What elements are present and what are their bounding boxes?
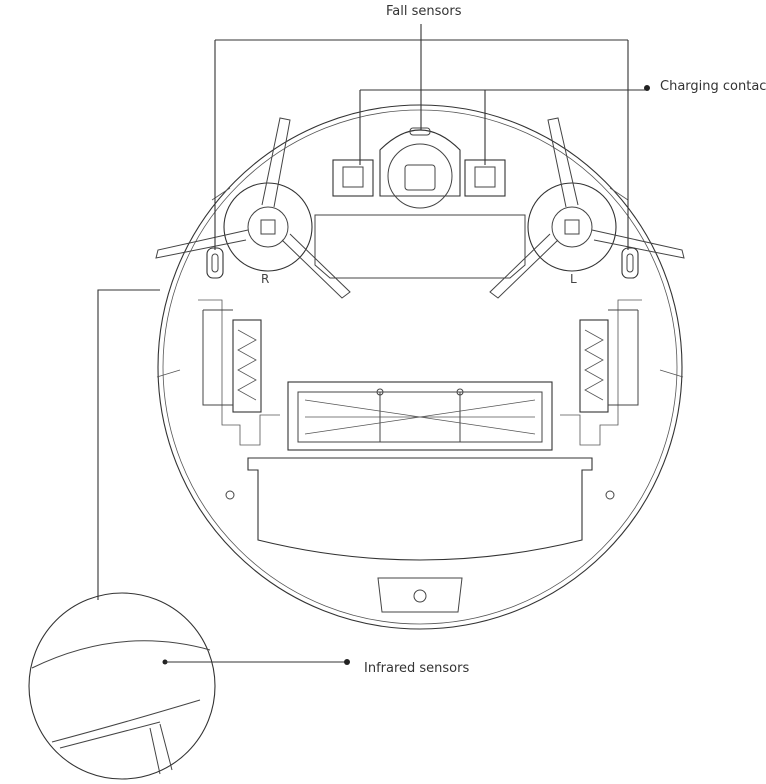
fall-sensor-left [332, 159, 374, 197]
drive-wheel-right [579, 309, 639, 413]
brush-mark-left: L [570, 272, 577, 286]
screw-left [225, 490, 235, 500]
brush-mark-right: R [261, 272, 269, 286]
charging-contact-dot [644, 85, 650, 91]
chassis-outline [198, 214, 642, 446]
screw-right [605, 490, 615, 500]
front-caster-wheel [379, 127, 461, 209]
infrared-sensors-label: Infrared sensors [364, 661, 470, 676]
fall-sensors-callout [214, 24, 629, 250]
fall-sensors-label: Fall sensors [386, 4, 462, 19]
charging-contact-label: Charging contact [660, 79, 766, 94]
charging-contact-left [206, 247, 224, 279]
drive-wheel-left [202, 309, 262, 413]
fall-sensor-right [464, 159, 506, 197]
charging-contact-right [621, 247, 639, 279]
side-brush-left [489, 117, 685, 299]
infrared-zoom [28, 289, 350, 780]
side-brush-right [155, 117, 351, 299]
infrared-callout-dot [344, 659, 350, 665]
charging-contact-callout [359, 85, 650, 165]
robot-body [156, 104, 684, 630]
main-brush [287, 381, 553, 451]
dust-bin [247, 457, 593, 613]
